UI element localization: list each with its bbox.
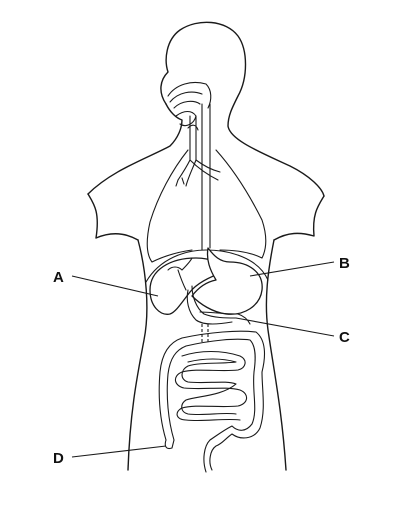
leader-line-d [71, 445, 167, 458]
appendix [164, 439, 175, 450]
label-b: B [339, 255, 350, 272]
oesophagus [201, 103, 211, 251]
diaphragm [145, 249, 269, 283]
left-lung [146, 149, 193, 263]
duodenum [186, 289, 233, 325]
body-outline [87, 21, 325, 471]
leader-line-c [235, 317, 335, 337]
large-intestine [158, 330, 266, 471]
small-intestine [174, 350, 248, 422]
lungs [146, 149, 267, 263]
liver [149, 257, 225, 315]
label-a: A [53, 269, 64, 286]
gall-bladder [167, 257, 193, 271]
label-c: C [339, 329, 350, 346]
leader-line-a [71, 275, 159, 297]
leader-line-b [249, 261, 335, 277]
mouth-and-pharynx [167, 81, 212, 131]
label-d: D [53, 450, 64, 467]
right-lung [215, 149, 267, 259]
trachea [175, 115, 221, 187]
